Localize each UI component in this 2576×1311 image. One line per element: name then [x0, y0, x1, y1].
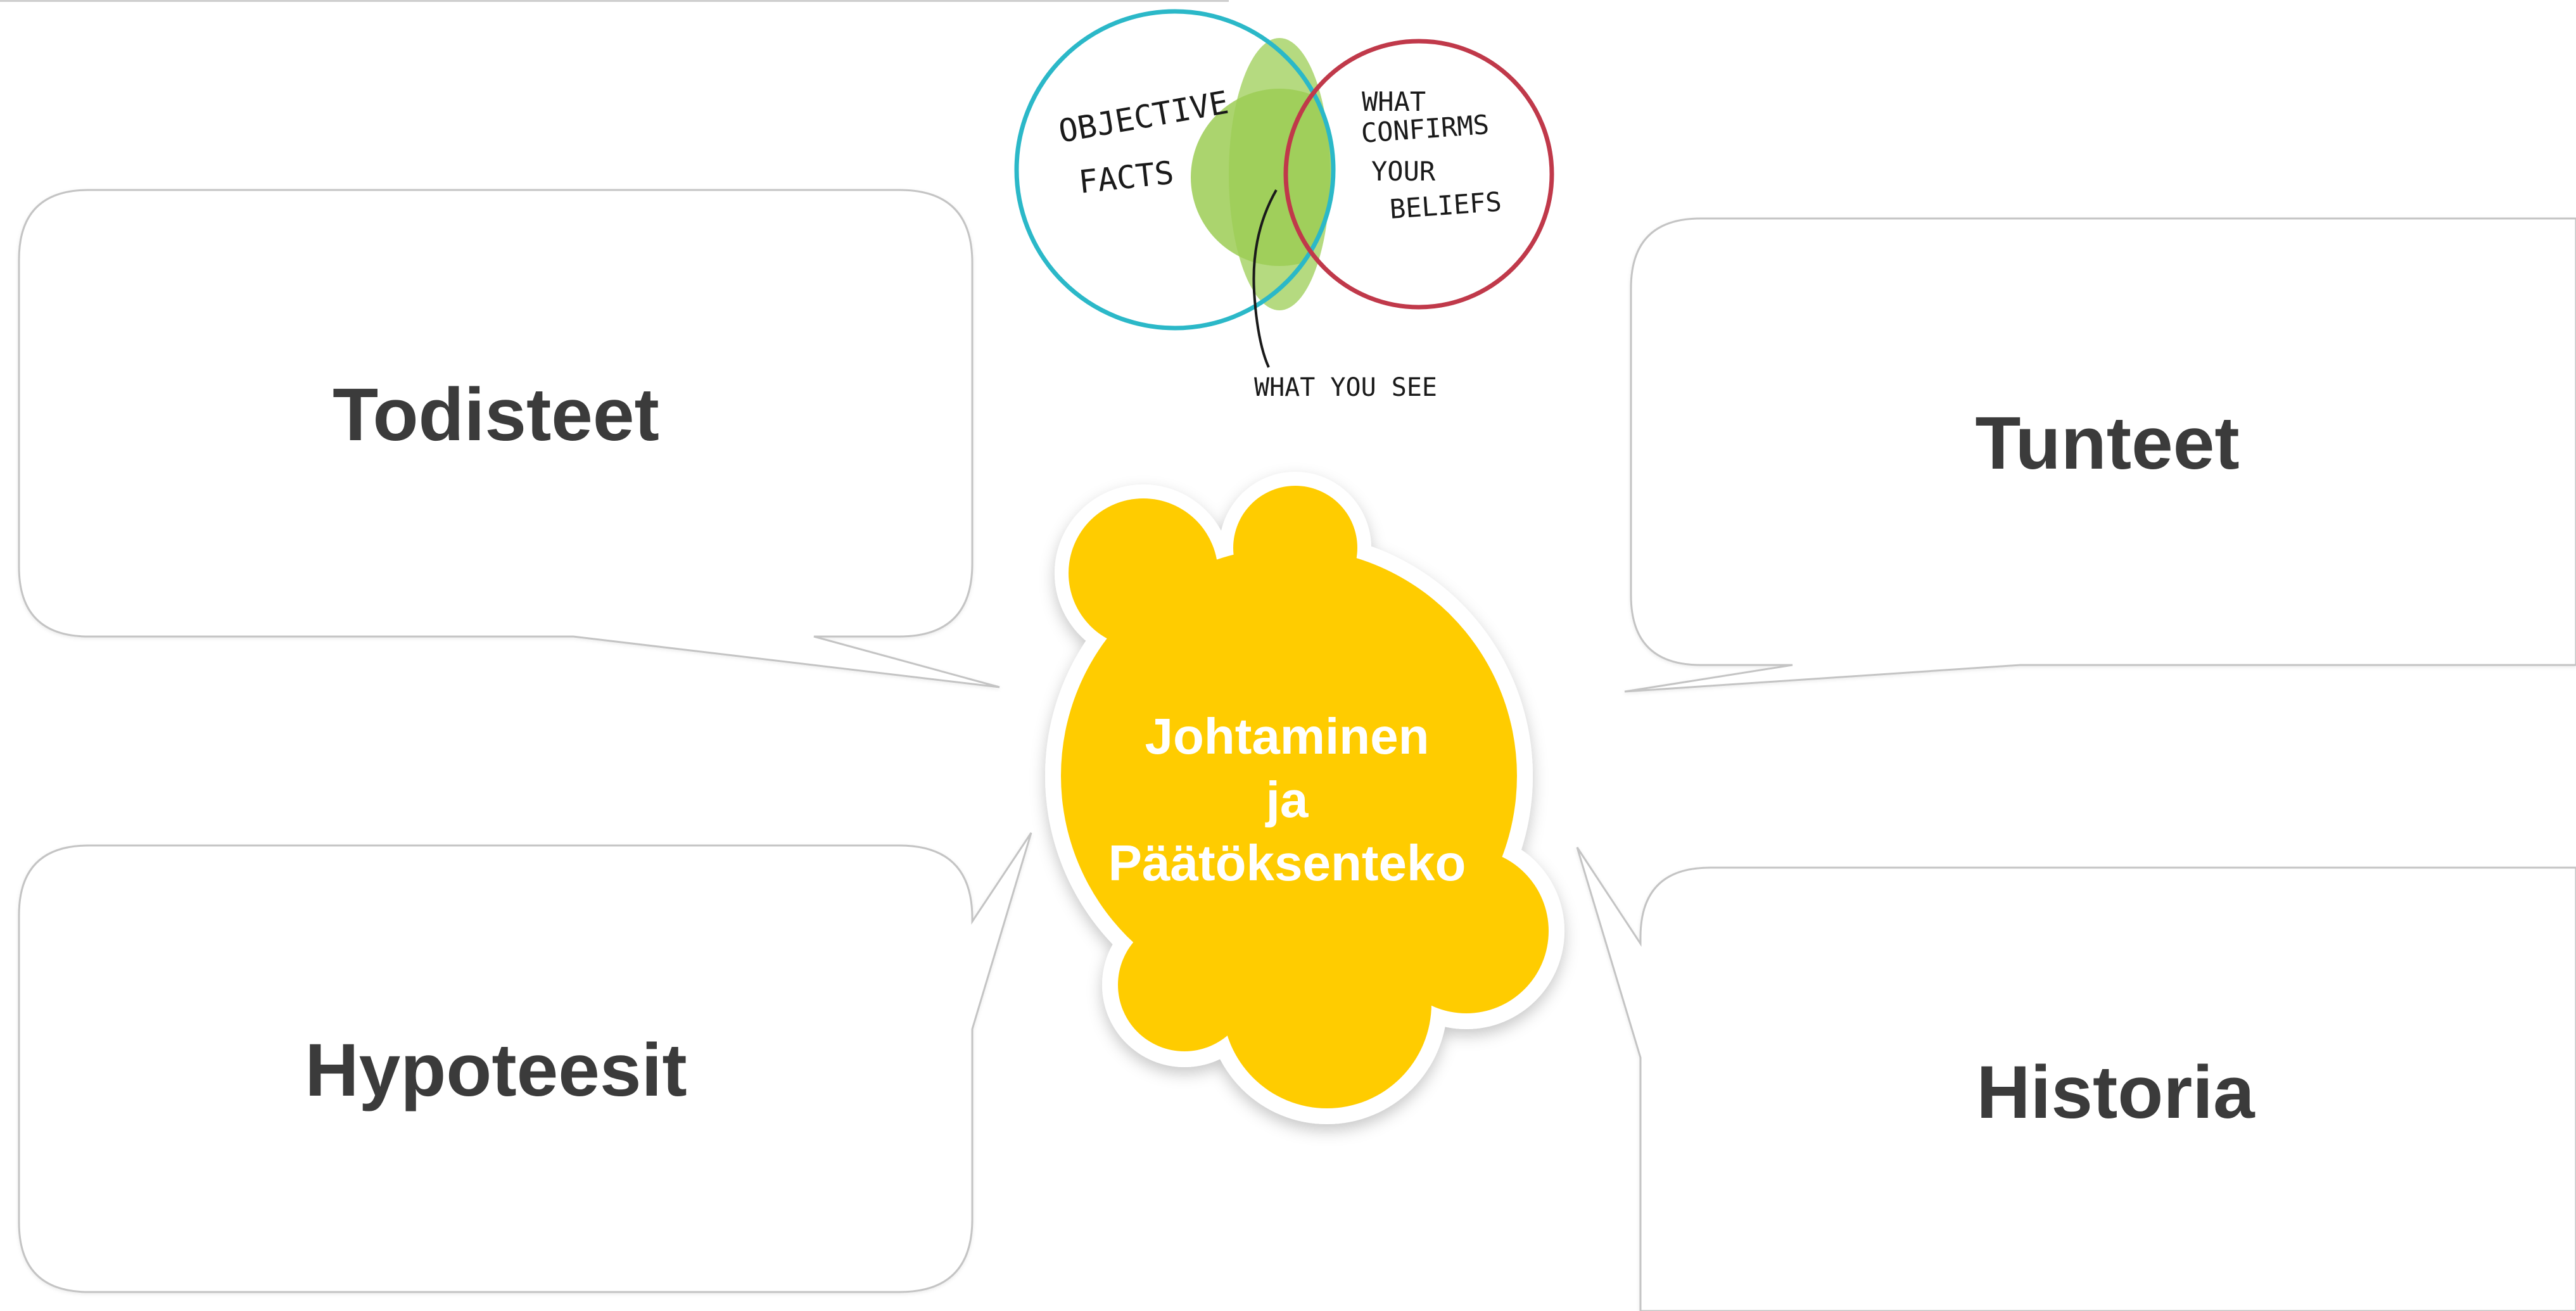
bubble-tunteet: Tunteet	[1624, 217, 2576, 693]
venn-right-circle	[1283, 39, 1554, 310]
bubble-hypoteesit: Hypoteesit	[18, 832, 1032, 1293]
bubble-todisteet-label: Todisteet	[333, 373, 659, 457]
venn-right-label-3: YOUR	[1371, 156, 1436, 187]
bubble-tunteet-label: Tunteet	[1975, 402, 2239, 485]
bubble-hypoteesit-label: Hypoteesit	[305, 1029, 687, 1112]
center-topic: Johtaminen ja Päätöksenteko	[1045, 472, 1564, 1124]
venn-pointer-line	[1252, 189, 1278, 368]
venn-overlap-highlight	[1229, 38, 1330, 310]
bubble-hypoteesit-shape	[18, 832, 1032, 1293]
venn-left-label-2: FACTS	[1077, 155, 1176, 201]
venn-left-circle	[1014, 9, 1336, 331]
bubble-historia-shape	[1576, 847, 2576, 1311]
bubble-historia: Historia	[1576, 847, 2576, 1311]
bubble-historia-label: Historia	[1976, 1051, 2256, 1134]
venn-right-label-4: BELIEFS	[1388, 186, 1502, 225]
bubble-todisteet-shape	[18, 189, 1000, 688]
bubble-tunteet-shape	[1624, 217, 2576, 693]
venn-diagram: OBJECTIVE FACTS WHAT CONFIRMS YOUR BELIE…	[1014, 9, 1554, 402]
center-label-line1: Johtaminen	[1145, 708, 1430, 764]
venn-bottom-label: WHAT YOU SEE	[1254, 373, 1437, 402]
venn-right-label-1: WHAT	[1362, 86, 1426, 117]
top-divider	[0, 0, 1229, 2]
center-blob	[1061, 486, 1549, 1108]
center-label-line3: Päätöksenteko	[1108, 835, 1466, 891]
center-label-line2: ja	[1265, 771, 1309, 828]
bubble-todisteet: Todisteet	[18, 189, 1000, 688]
